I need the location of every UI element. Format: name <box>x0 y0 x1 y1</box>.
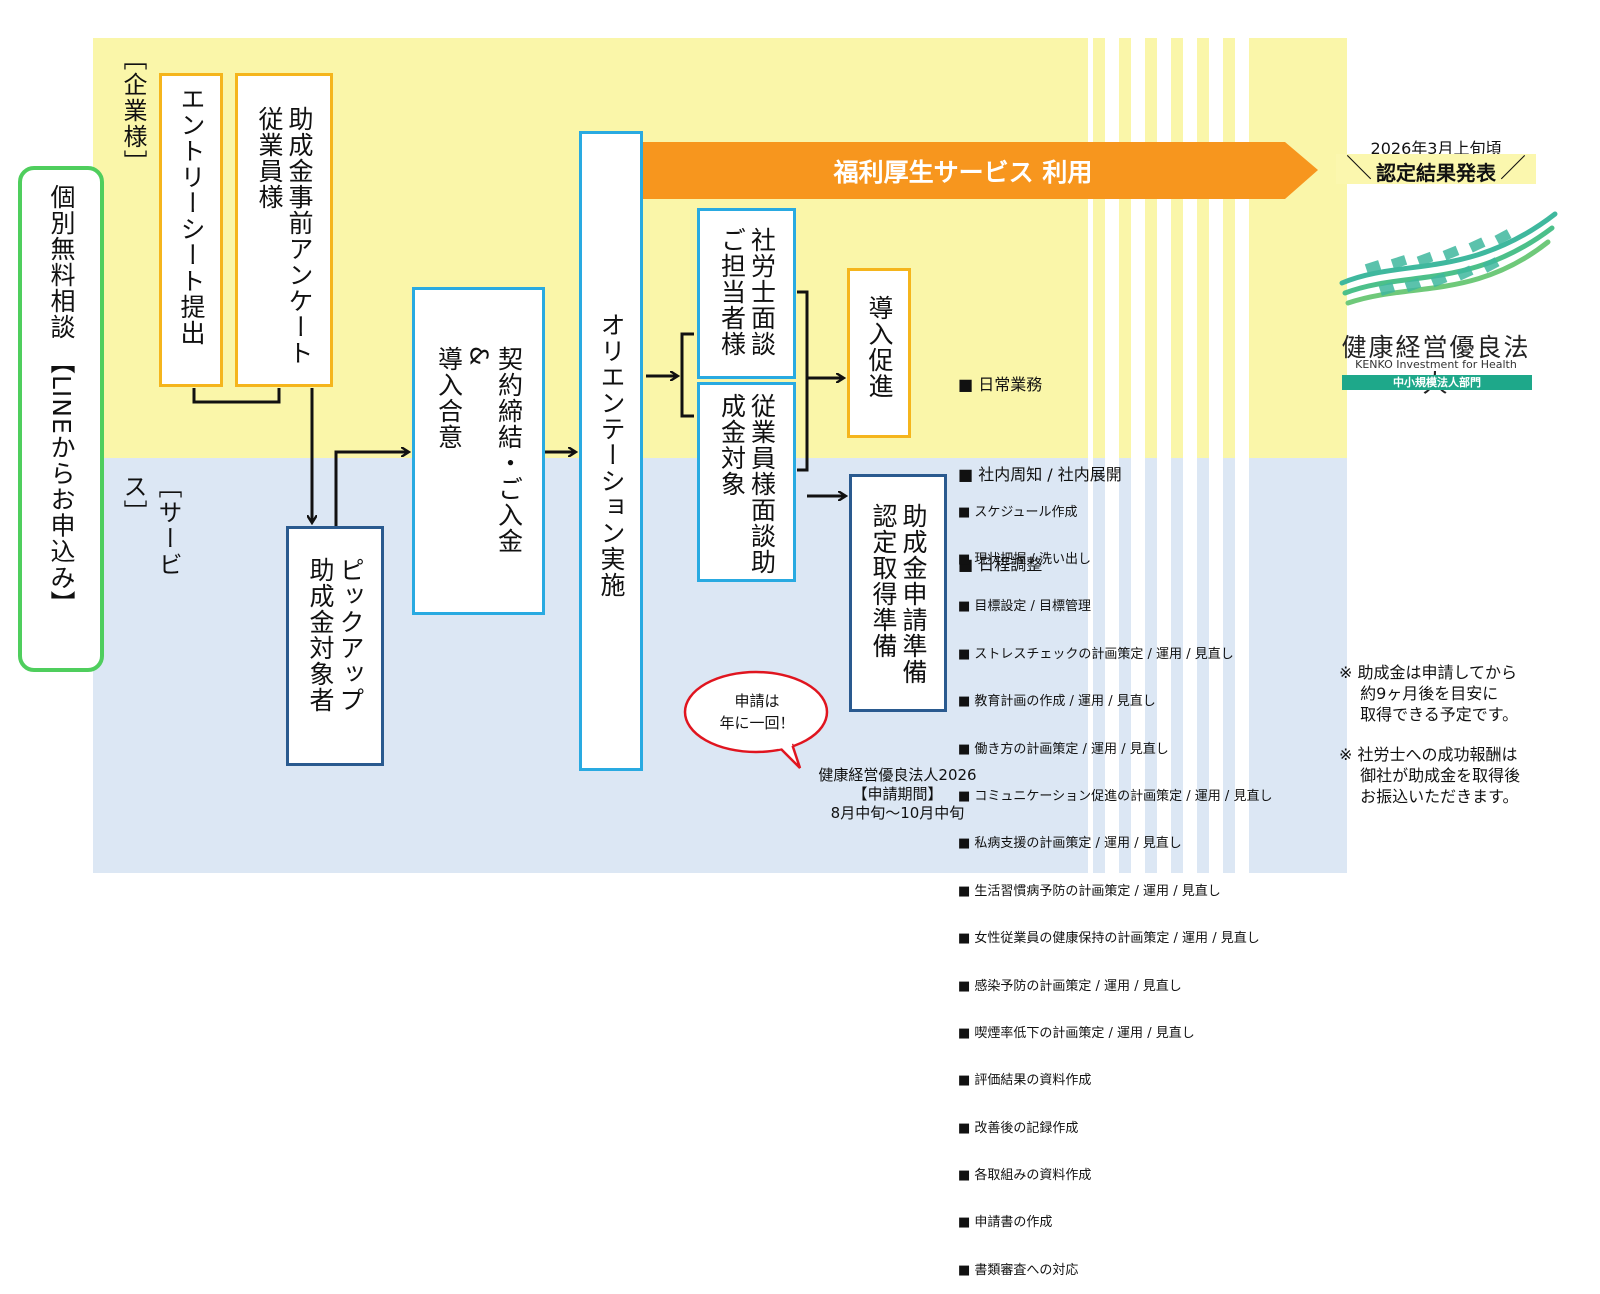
task-item: ■ 各取組みの資料作成 <box>958 1168 1092 1184</box>
task-item: ■ 生活習慣病予防の計画策定 / 運用 / 見直し <box>958 883 1221 899</box>
timeline-stripe <box>1131 38 1145 873</box>
announce-slash-left: ＼ <box>1346 154 1373 184</box>
kenko-logo-icon <box>1339 211 1558 306</box>
pickup-label: ピックアップ 助成金対象者 <box>306 557 365 713</box>
announce-slash-right: ／ <box>1500 154 1527 184</box>
task-item: ■ ストレスチェックの計画策定 / 運用 / 見直し <box>958 646 1234 662</box>
entry-sheet-label: エントリーシート提出 <box>177 86 206 346</box>
task-item: ■ 女性従業員の健康保持の計画策定 / 運用 / 見直し <box>958 931 1260 947</box>
band-taper <box>0 0 1600 900</box>
survey-box: 助成金事前アンケート 従業員様 <box>235 73 333 387</box>
logo-category-badge: 中小規模法人部門 <box>1342 375 1532 390</box>
task-item: ■ 申請書の作成 <box>958 1215 1053 1231</box>
task-item: ■ 日程調整 <box>958 555 1043 574</box>
period-title: 健康経営優良法人2026 <box>818 766 977 784</box>
announce-title: 認定結果発表 <box>1376 161 1496 185</box>
contract-box: 契約締結・ご入金 & 導入合意 <box>412 287 545 615</box>
task-item: ■ 教育計画の作成 / 運用 / 見直し <box>958 694 1156 710</box>
consult-box[interactable]: 個別無料相談 【LINEからお申込み】 <box>18 166 104 672</box>
task-item: ■ 目標設定 / 目標管理 <box>958 599 1092 615</box>
promotion-box: 導入促進 <box>847 268 911 438</box>
timeline-stripe <box>1088 38 1093 873</box>
timeline-stripe <box>1105 38 1119 873</box>
timeline-stripe <box>1157 38 1171 873</box>
logo-name: 健康経営優良法人 <box>1341 333 1531 398</box>
employee-interview-label: 従業員様面談助 成金対象 <box>717 393 777 575</box>
sharoushi-interview-box: 社労士面談 ご担当者様 <box>697 208 796 379</box>
flow-connectors <box>192 290 1600 526</box>
timeline-stripe <box>1209 38 1223 873</box>
announce-highlight <box>1336 154 1536 184</box>
note-success-fee: ※ 社労士への成功報酬は 御社が助成金を取得後 お振込いただきます。 <box>1339 745 1521 806</box>
task-item: ■ 私病支援の計画策定 / 運用 / 見直し <box>958 836 1182 852</box>
period-range: 8月中旬〜10月中旬 <box>830 804 965 822</box>
announce-date: 2026年3月上旬頃 <box>1370 139 1502 158</box>
task-item: ■ 社内周知 / 社内展開 <box>958 465 1122 484</box>
survey-label: 助成金事前アンケート 従業員様 <box>255 106 314 366</box>
speech-bubble <box>683 670 829 769</box>
logo-english: KENKO Investment for Health <box>1355 358 1517 371</box>
orientation-label: オリエンテーション実施 <box>597 312 626 598</box>
task-item: ■ 感染予防の計画策定 / 運用 / 見直し <box>958 978 1182 994</box>
contract-label: 契約締結・ご入金 & 導入合意 <box>434 346 524 554</box>
timeline-stripe <box>1183 38 1197 873</box>
subsidy-prep-label: 助成金申請準備 認定取得準備 <box>869 503 928 685</box>
employee-interview-box: 従業員様面談助 成金対象 <box>697 382 796 582</box>
service-banner-text: 福利厚生サービス 利用 <box>833 157 1093 187</box>
period-label: 【申請期間】 <box>852 785 943 803</box>
pickup-box: ピックアップ 助成金対象者 <box>286 526 384 766</box>
task-item: ■ スケジュール作成 <box>958 504 1078 520</box>
speech-bubble-text: 申請は 年に一回！ <box>719 692 795 732</box>
promotion-label: 導入促進 <box>865 295 894 399</box>
task-item: ■ 日常業務 <box>958 375 1043 394</box>
task-item: ■ 評価結果の資料作成 <box>958 1073 1092 1089</box>
task-item: ■ 改善後の記録作成 <box>958 1120 1079 1136</box>
task-item: ■ 現状把握 / 洗い出し <box>958 551 1092 567</box>
task-item: ■ 働き方の計画策定 / 運用 / 見直し <box>958 741 1169 757</box>
orientation-box: オリエンテーション実施 <box>579 131 643 771</box>
subsidy-prep-box: 助成金申請準備 認定取得準備 <box>849 474 947 712</box>
task-item: ■ コミュニケーション促進の計画策定 / 運用 / 見直し <box>958 788 1273 804</box>
task-item: ■ 喫煙率低下の計画策定 / 運用 / 見直し <box>958 1025 1195 1041</box>
application-period: 健康経営優良法人2026 【申請期間】 8月中旬〜10月中旬 <box>790 766 1005 823</box>
company-label: ［企業様］ <box>119 46 147 176</box>
consult-label: 個別無料相談 【LINEからお申込み】 <box>47 184 76 617</box>
note-subsidy-timing: ※ 助成金は申請してから 約9ヶ月後を目安に 取得できる予定です。 <box>1339 663 1519 724</box>
service-banner-arrow <box>643 142 1318 199</box>
service-label: ［サービス］ <box>119 474 182 578</box>
timeline-stripe <box>1235 38 1249 873</box>
sharoushi-interview-label: 社労士面談 ご担当者様 <box>717 227 777 357</box>
promotion-task-list: ■ 日常業務 ■ 社内周知 / 社内展開 ■ 日程調整 <box>958 310 1122 610</box>
task-item: ■ 書類審査への対応 <box>958 1262 1079 1278</box>
entry-sheet-box: エントリーシート提出 <box>159 73 223 387</box>
